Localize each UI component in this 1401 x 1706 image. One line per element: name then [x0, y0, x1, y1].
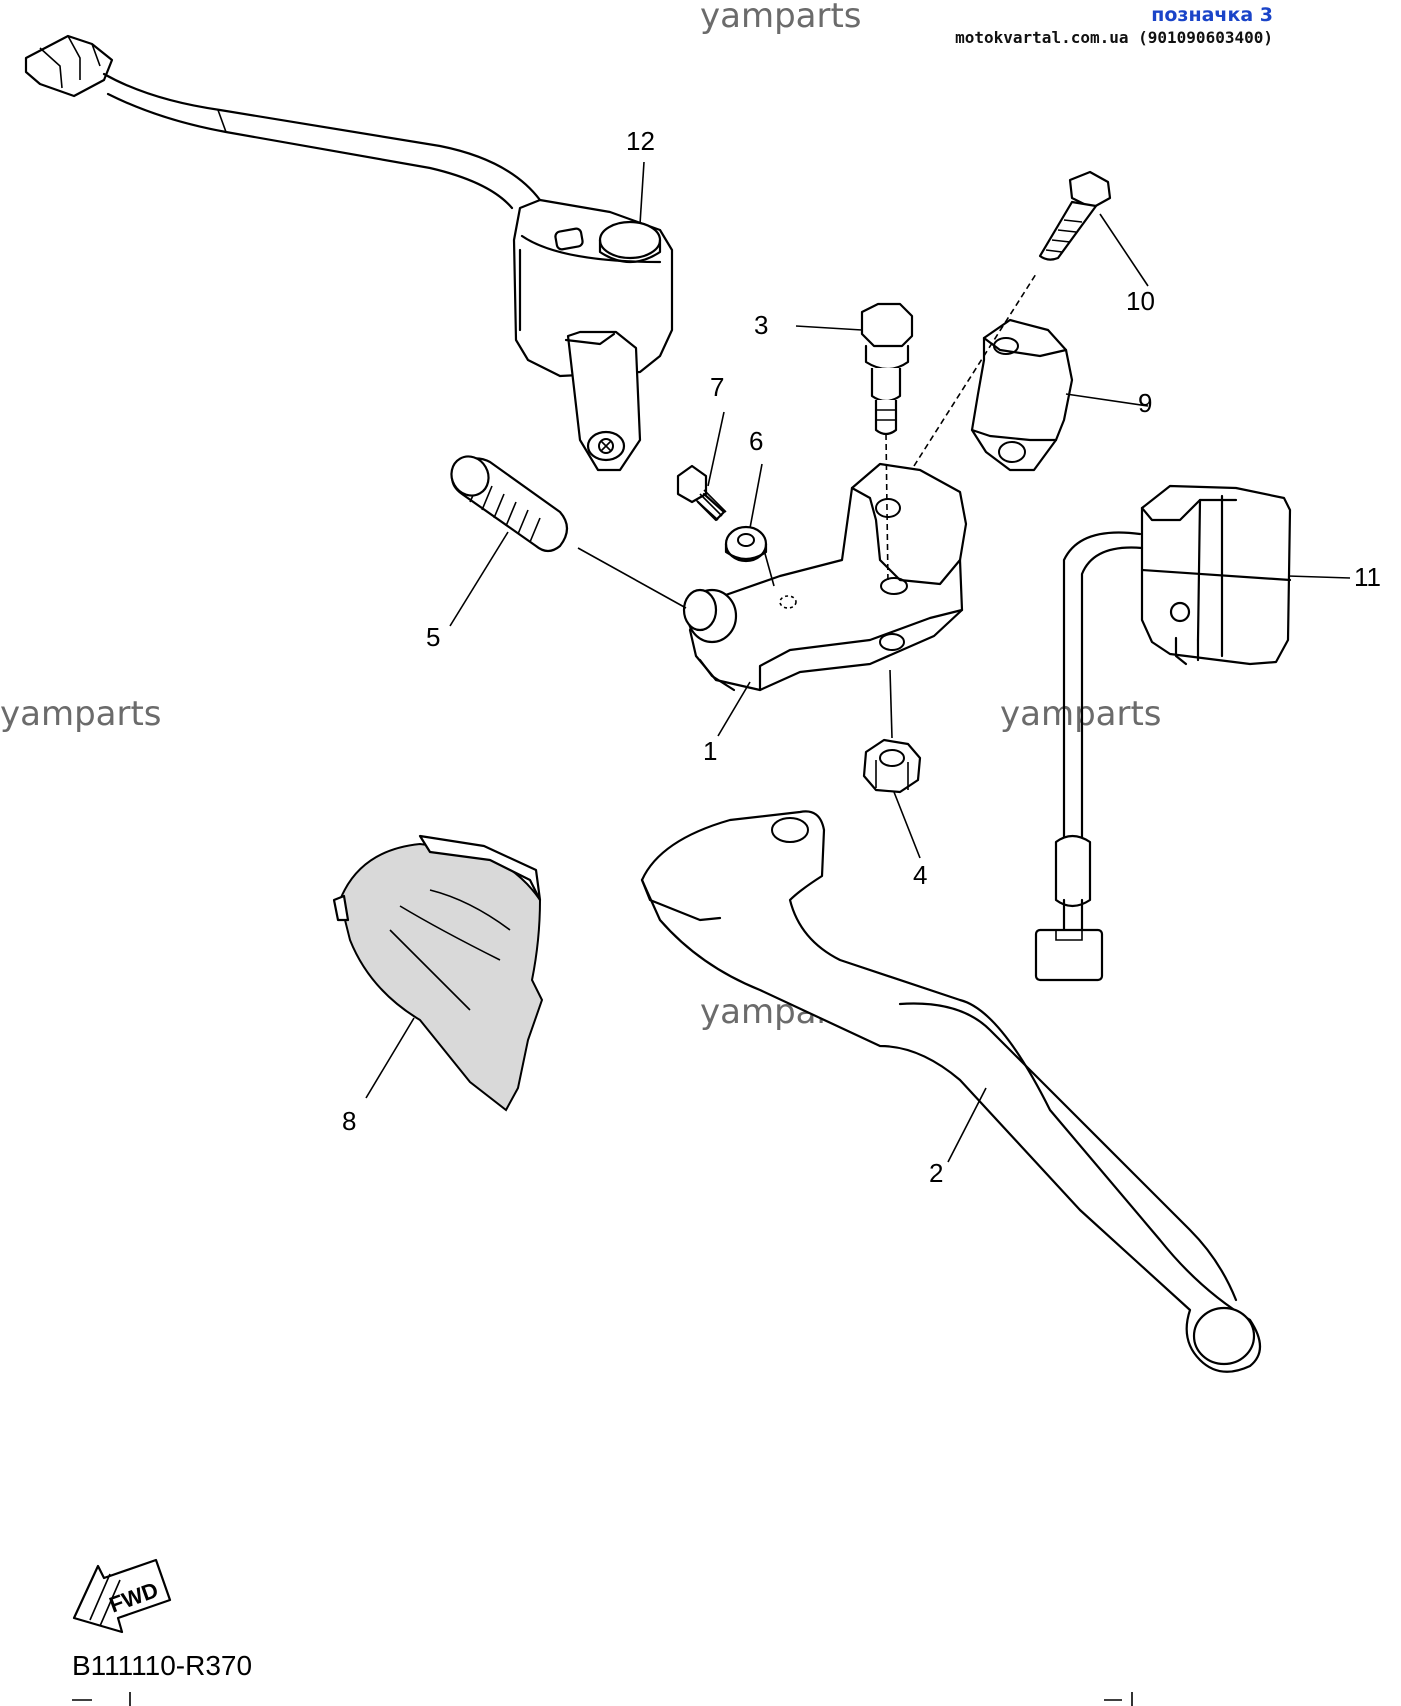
part-5-adjuster [450, 455, 569, 553]
part-10-bolt [1038, 170, 1112, 261]
fwd-arrow-icon: FWD [72, 1558, 172, 1634]
part-11-switch [1034, 484, 1292, 982]
header-site: motokvartal.com.ua (901090603400) [955, 28, 1273, 47]
callout-4: 4 [913, 860, 927, 890]
callout-10: 10 [1126, 286, 1155, 316]
callout-8: 8 [342, 1106, 356, 1136]
header-tag: позначка 3 [1151, 4, 1273, 26]
watermark: yamparts [700, 0, 862, 36]
part-9-clamp [970, 318, 1074, 472]
part-6-washer [724, 525, 768, 563]
part-3-bolt [860, 302, 914, 436]
watermark: yamparts [0, 694, 162, 734]
callout-6: 6 [749, 426, 763, 456]
callout-9: 9 [1138, 388, 1152, 418]
callout-labels: 1 2 3 4 5 6 7 8 9 10 11 12 [342, 126, 1381, 1188]
callout-1: 1 [703, 736, 717, 766]
part-12-switch [24, 34, 674, 472]
watermark: yamparts [1000, 694, 1162, 734]
bottom-ticks [72, 1692, 1133, 1706]
part-8-guard [332, 834, 544, 1112]
callout-12: 12 [626, 126, 655, 156]
part-7-bolt [676, 464, 727, 522]
callout-11: 11 [1354, 562, 1381, 592]
callout-5: 5 [426, 622, 440, 652]
callout-2: 2 [929, 1158, 943, 1188]
leader-lines [365, 161, 1351, 1163]
callout-3: 3 [754, 310, 768, 340]
diagram-code: B111110-R370 [72, 1650, 253, 1681]
part-1-bracket [682, 462, 968, 692]
callout-7: 7 [710, 372, 724, 402]
part-4-nut [862, 738, 922, 794]
part-2-lever [640, 810, 1262, 1373]
